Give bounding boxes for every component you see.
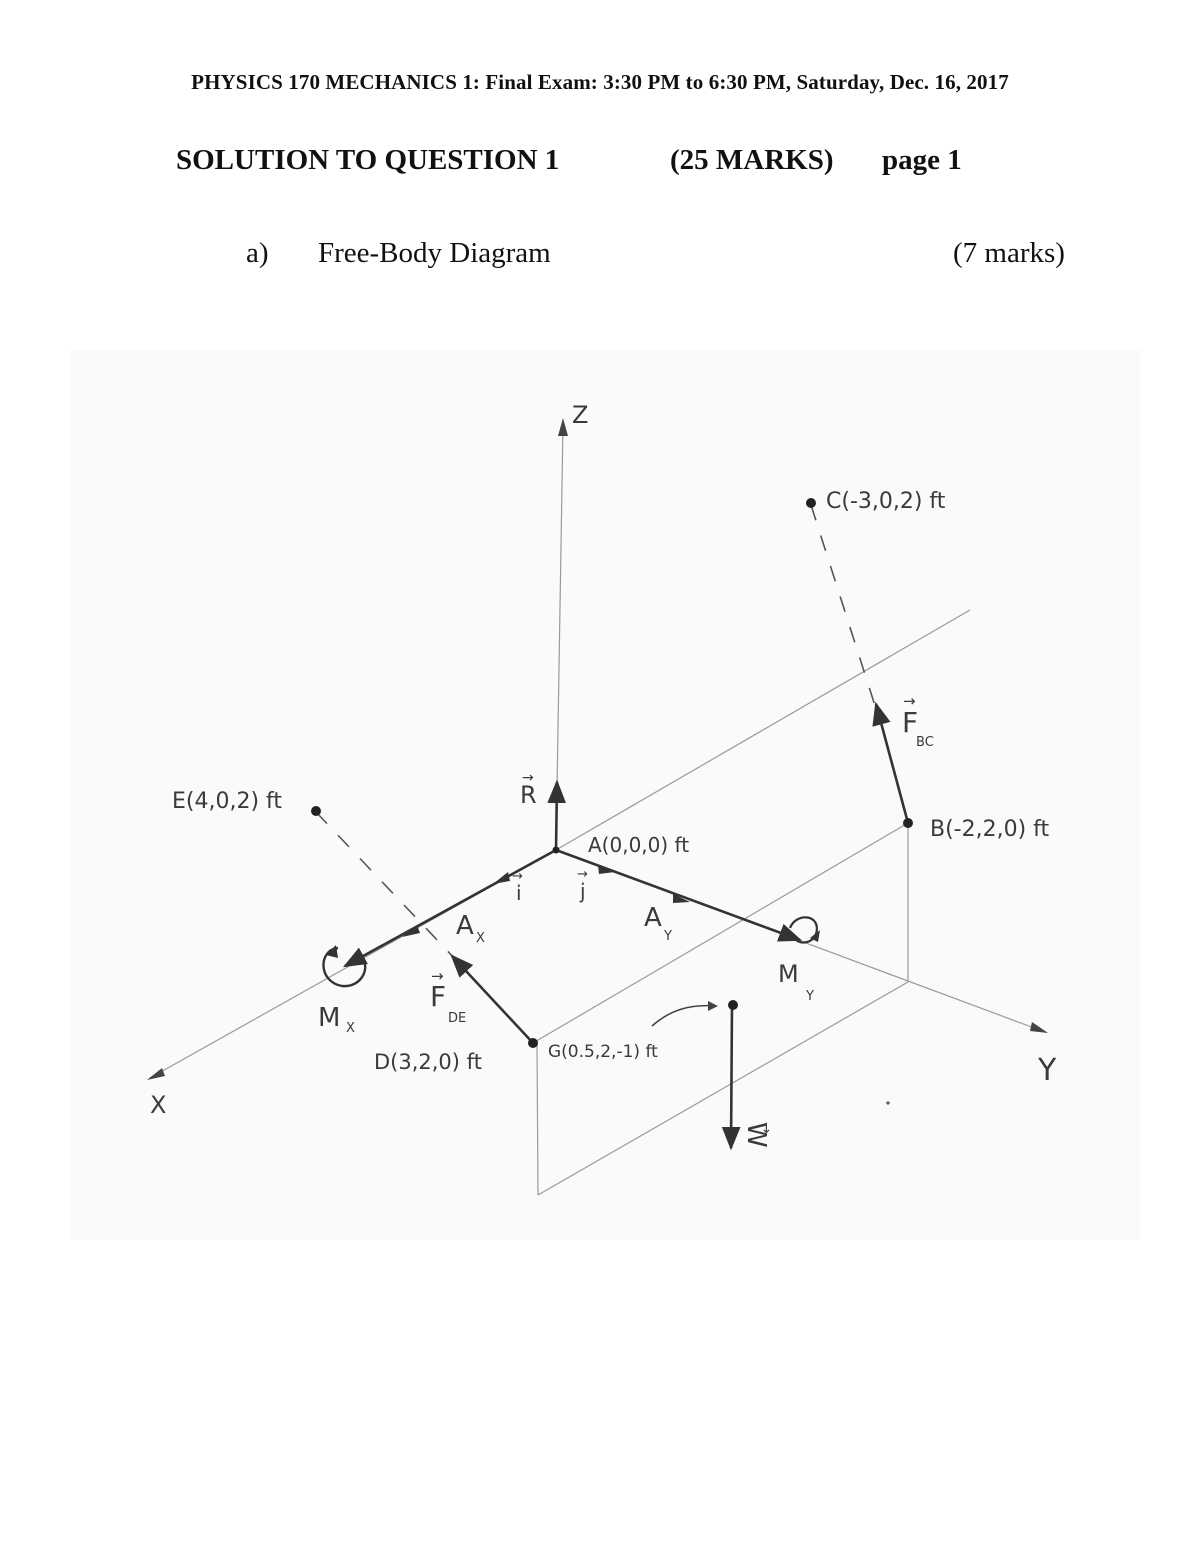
mx-moment-icon xyxy=(322,946,367,988)
label-r: R xyxy=(520,781,537,809)
cable-bc-dashed xyxy=(810,504,878,713)
z-axis-line xyxy=(555,424,564,851)
label-ax-sub: X xyxy=(476,931,485,946)
i-unit-arrow-icon xyxy=(493,872,510,884)
fde-vector-mark: → xyxy=(431,967,444,985)
point-g-dot xyxy=(728,1000,738,1010)
label-ay-sub: Y xyxy=(663,929,672,944)
axis-label-x: X xyxy=(150,1091,166,1119)
point-b-dot xyxy=(903,818,913,828)
j-vector-mark: → xyxy=(577,867,588,882)
ax-arrow-line xyxy=(342,848,557,968)
fbc-vector-mark: → xyxy=(903,692,916,710)
g-pointer-arrow xyxy=(651,1004,717,1027)
r-arrow-line xyxy=(547,779,567,851)
fbc-arrow-line xyxy=(872,701,910,824)
label-unit-i: i xyxy=(516,881,522,905)
label-point-c: C(-3,0,2) ft xyxy=(826,489,946,514)
point-e-dot xyxy=(311,806,321,816)
x-axis-arrow-icon xyxy=(147,1068,165,1080)
j-unit-arrow-icon xyxy=(598,865,615,874)
i-vector-mark: → xyxy=(512,869,523,884)
cable-de-dashed xyxy=(315,811,457,961)
ab-extension-line xyxy=(555,609,971,851)
label-ax: A xyxy=(456,911,474,941)
d-vertical-line xyxy=(536,1042,539,1196)
label-w: W xyxy=(741,1122,771,1148)
point-c-dot xyxy=(806,498,816,508)
part-letter: a) xyxy=(246,237,269,269)
label-point-b: B(-2,2,0) ft xyxy=(930,817,1050,842)
label-fde-sub: DE xyxy=(448,1011,466,1026)
question-marks: (25 MARKS) xyxy=(670,144,834,176)
label-mx: M xyxy=(318,1003,340,1033)
solution-title: SOLUTION TO QUESTION 1 xyxy=(176,144,560,176)
z-axis-arrow-icon xyxy=(558,418,568,436)
label-fde: F xyxy=(430,980,446,1013)
label-point-e: E(4,0,2) ft xyxy=(172,789,282,814)
page-number: page 1 xyxy=(882,144,962,176)
bottom-plane-line xyxy=(537,981,909,1196)
axis-label-z: Z xyxy=(572,401,588,429)
label-mx-sub: X xyxy=(346,1021,355,1036)
label-my: M xyxy=(778,960,799,988)
part-title: Free-Body Diagram xyxy=(318,237,551,269)
label-my-sub: Y xyxy=(805,989,814,1004)
ax-mid-arrow-icon xyxy=(402,925,420,937)
point-d-dot xyxy=(528,1038,538,1048)
r-vector-mark: → xyxy=(522,770,534,786)
w-vector-mark: → xyxy=(758,1122,774,1134)
label-fbc-sub: BC xyxy=(916,735,934,750)
exam-header: PHYSICS 170 MECHANICS 1: Final Exam: 3:3… xyxy=(191,70,1009,94)
label-point-d: D(3,2,0) ft xyxy=(374,1050,482,1074)
label-point-a: A(0,0,0) ft xyxy=(588,833,689,857)
diagram-background xyxy=(70,350,1140,1240)
label-unit-j: j xyxy=(579,879,586,903)
fde-arrow-line xyxy=(450,954,534,1044)
label-fbc: F xyxy=(902,706,918,739)
part-marks: (7 marks) xyxy=(953,237,1065,269)
w-arrow-line xyxy=(721,1004,741,1151)
label-point-g: G(0.5,2,-1) ft xyxy=(548,1042,658,1062)
db-line xyxy=(532,822,909,1044)
axis-label-y: Y xyxy=(1037,1053,1057,1088)
stray-dot xyxy=(886,1101,890,1105)
point-a-dot xyxy=(552,846,560,854)
y-axis-arrow-icon xyxy=(1030,1022,1048,1033)
ay-mid-arrow-icon xyxy=(673,894,690,903)
label-ay: A xyxy=(644,903,662,933)
ay-arrow-line xyxy=(555,848,803,942)
